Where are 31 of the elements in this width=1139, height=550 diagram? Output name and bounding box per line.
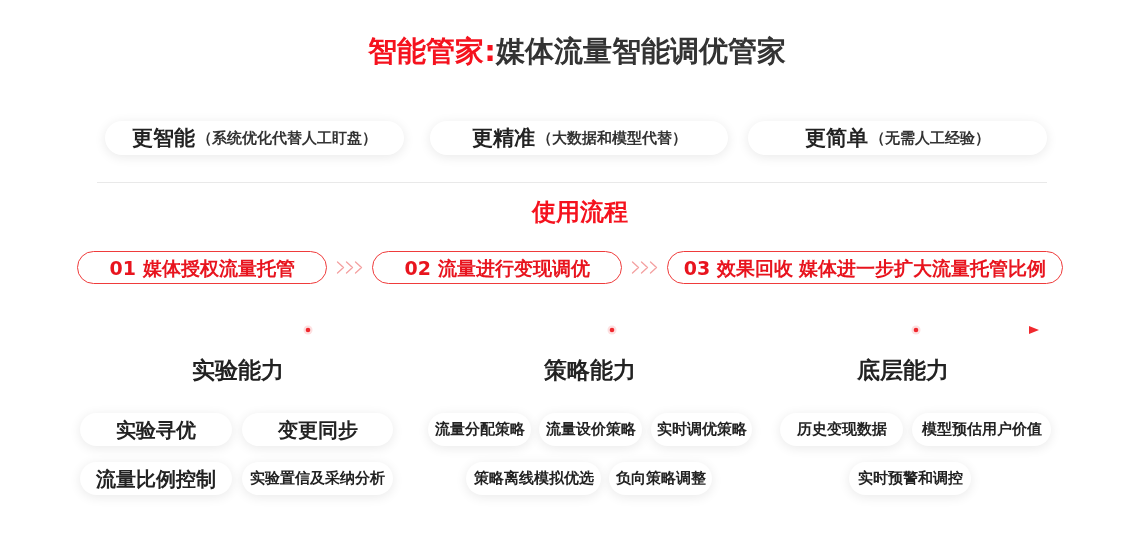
diagram-title: 智能管家:媒体流量智能调优管家 — [368, 33, 786, 70]
capability-text: 模型预估用户价值 — [921, 419, 1042, 440]
feature-title: 更简单 — [805, 125, 868, 151]
step-text: 03 效果回收 媒体进一步扩大流量托管比例 — [683, 255, 1047, 280]
feature-title: 更智能 — [132, 125, 195, 151]
step-text: 02 流量进行变现调优 — [404, 255, 590, 280]
column-heading: 底层能力 — [857, 356, 949, 385]
capability-text: 实时预警和调控 — [857, 468, 963, 489]
capability-text: 历史变现数据 — [796, 419, 887, 440]
capability-text: 实时调优策略 — [656, 419, 747, 440]
capability-text: 实验置信及采纳分析 — [250, 468, 385, 489]
step-pill — [77, 251, 327, 284]
feature-note: （大数据和模型代替） — [536, 128, 687, 148]
capability-text: 流量分配策略 — [434, 419, 525, 440]
feature-note: （系统优化代替人工盯盘） — [197, 128, 377, 148]
column-heading: 策略能力 — [544, 356, 636, 385]
section-heading: 使用流程 — [532, 197, 628, 228]
capability-text: 变更同步 — [277, 416, 358, 443]
chevron-arrow — [336, 261, 363, 274]
capability-text: 负向策略调整 — [615, 468, 706, 489]
capability-text: 策略离线模拟优选 — [473, 468, 594, 489]
step-pill — [667, 251, 1063, 284]
step-pill — [372, 251, 622, 284]
column-heading: 实验能力 — [192, 356, 284, 385]
feature-note: （无需人工经验） — [870, 128, 990, 148]
chevron-arrow — [631, 261, 658, 274]
capability-text: 实验寻优 — [116, 416, 196, 443]
capability-text: 流量比例控制 — [96, 465, 216, 492]
capability-text: 流量设价策略 — [545, 419, 636, 440]
feature-title: 更精准 — [471, 125, 535, 151]
step-text: 01 媒体授权流量托管 — [109, 255, 295, 280]
